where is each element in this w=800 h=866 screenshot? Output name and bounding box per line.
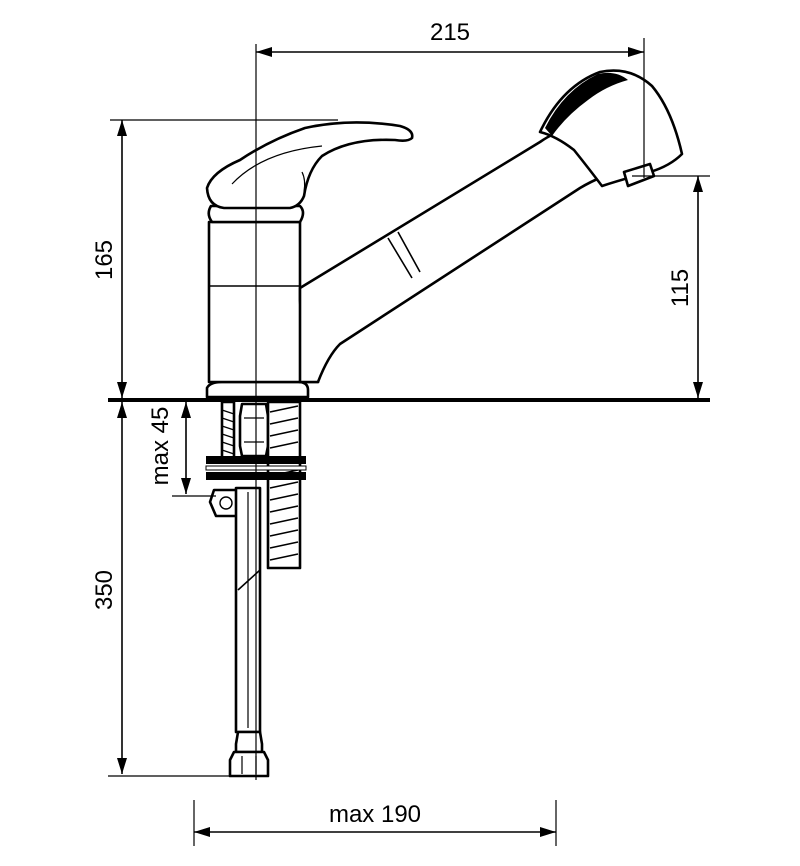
lever-handle — [205, 121, 414, 210]
label-hose-length: 350 — [91, 570, 118, 610]
sprayer-button — [545, 72, 628, 136]
dimension-width-top: 215 — [256, 19, 645, 178]
label-height-total: 165 — [91, 240, 118, 280]
dimension-max-reach: max 190 — [193, 800, 557, 846]
faucet-body — [205, 204, 320, 399]
pull-out-spout — [298, 69, 684, 384]
label-max-reach: max 190 — [329, 801, 421, 828]
label-width-top: 215 — [430, 19, 470, 46]
dimension-hose-length: 350 — [91, 402, 232, 777]
dimension-max-thickness: max 45 — [147, 402, 216, 497]
label-max-thickness: max 45 — [147, 407, 174, 486]
dimension-spout-height: 115 — [632, 175, 710, 398]
dimension-height-total: 165 — [91, 119, 338, 398]
label-spout-height: 115 — [667, 269, 694, 307]
